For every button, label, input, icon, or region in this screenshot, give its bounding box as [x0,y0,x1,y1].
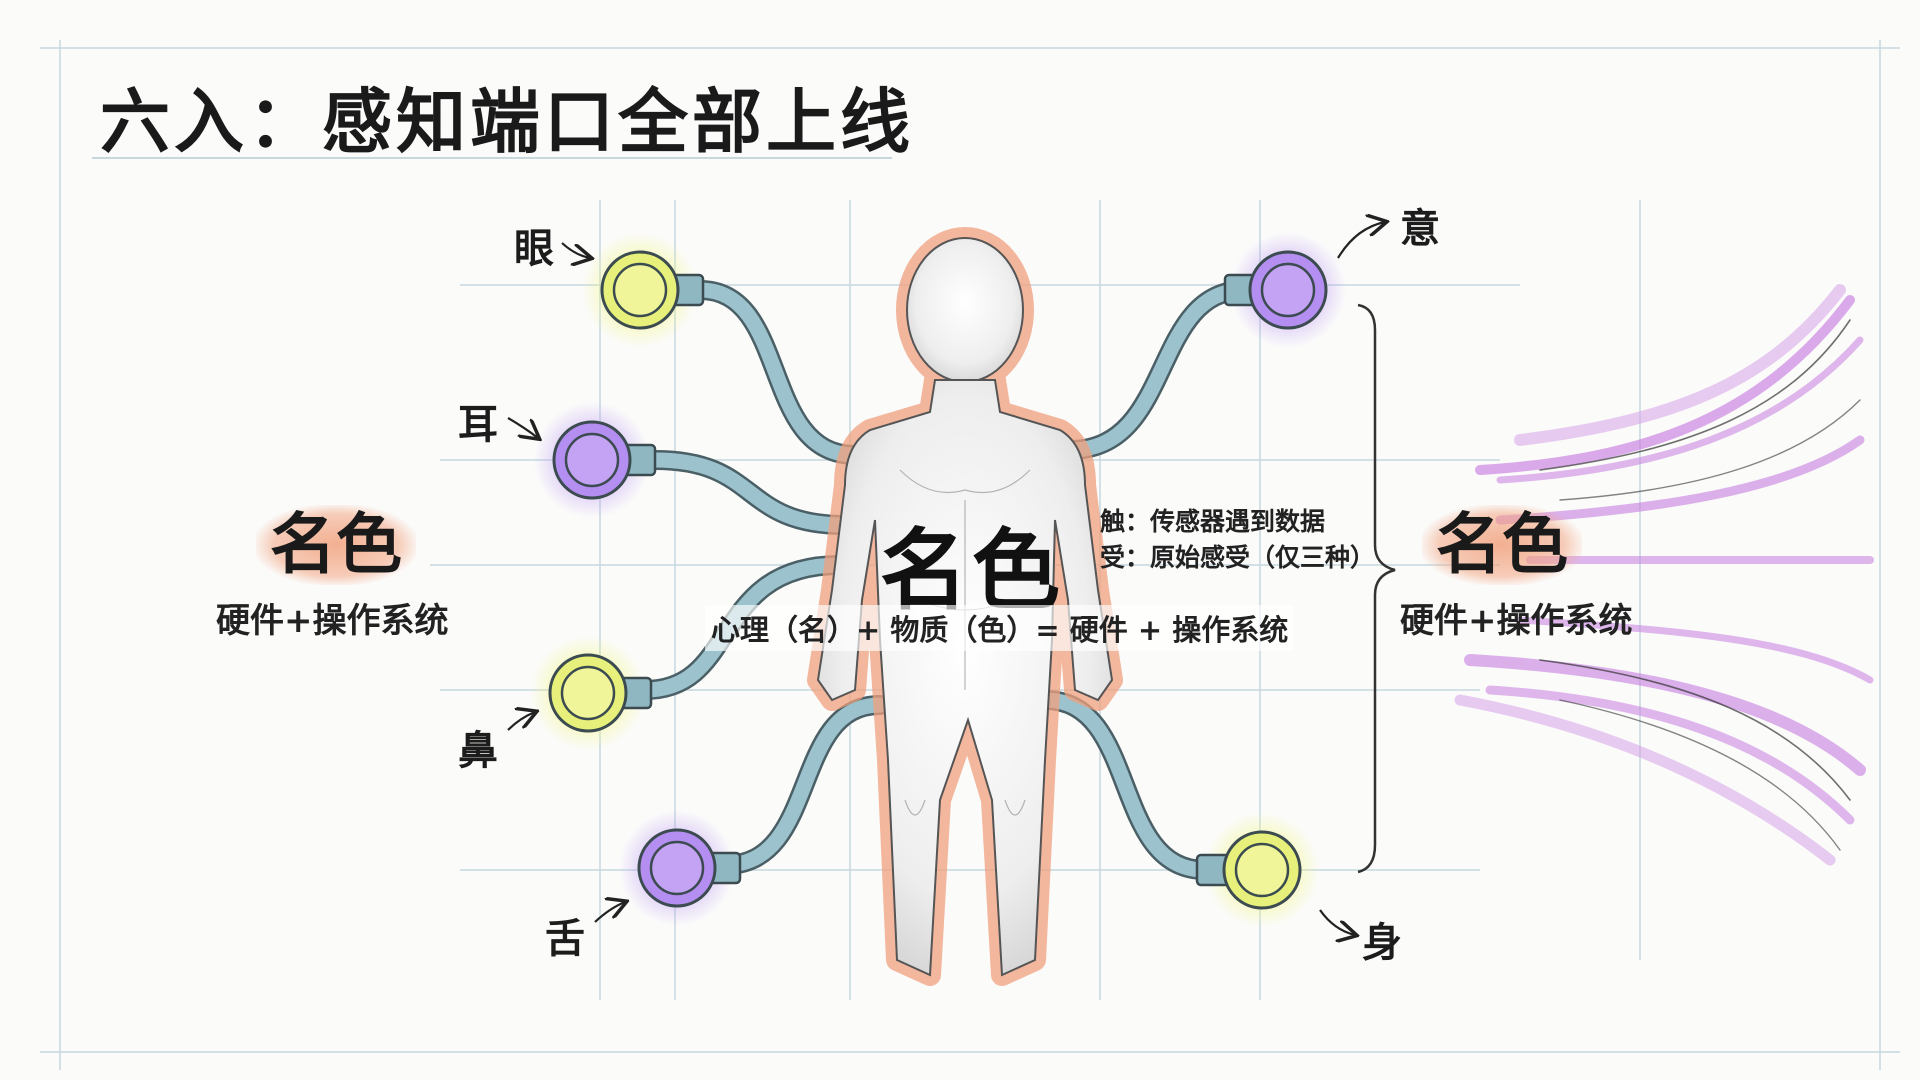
sensor-tongue [619,810,742,926]
note-feeling: 受：原始感受（仅三种） [1100,543,1376,572]
cables [635,280,1255,880]
port-label-body: 身 [1362,920,1402,966]
port-label-mind: 意 [1400,206,1440,252]
sensor-ear [534,402,657,518]
title-underline [92,157,892,159]
human-figure [807,227,1123,986]
port-label-nose: 鼻 [458,728,498,774]
sensors [530,232,1346,928]
sensor-body [1195,812,1320,928]
port-label-ear: 耳 [458,402,498,448]
note-touch: 触：传感器遇到数据 [1100,507,1326,536]
center-formula: 心理（名）+ 物质（色）= 硬件 + 操作系统 [705,605,1295,651]
label-arrows [507,222,1385,935]
port-label-tongue: 舌 [545,916,585,962]
left-subtitle: 硬件+操作系统 [216,601,449,641]
port-label-eye: 眼 [514,226,554,272]
sensor-eye [582,232,705,348]
right-subtitle: 硬件+操作系统 [1400,601,1633,641]
right-badge: 名色 [1422,505,1582,585]
page-title: 六入：感知端口全部上线 [100,81,914,163]
center-label: 名色 [880,519,1065,622]
brace [1357,303,1396,874]
left-badge: 名色 [256,505,416,585]
sensor-nose [530,635,653,751]
sensor-mind [1223,232,1346,348]
